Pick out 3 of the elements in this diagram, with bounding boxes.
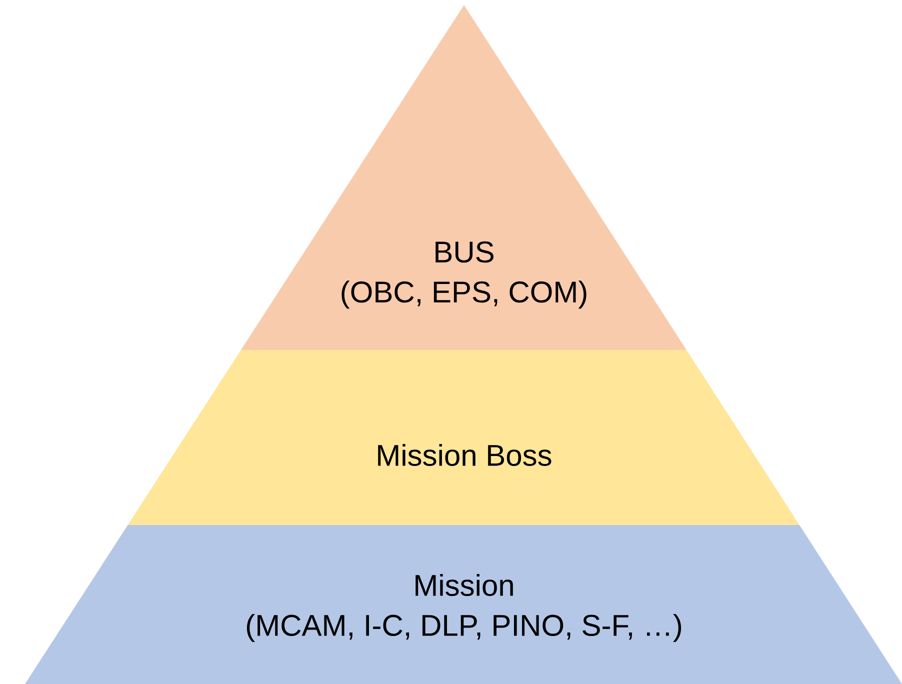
pyramid-top-section: BUS (OBC, EPS, COM) [240, 4, 686, 350]
pyramid-middle-band: Mission Boss [128, 350, 800, 525]
pyramid-bottom-band: Mission (MCAM, I-C, DLP, PINO, S-F, …) [25, 524, 902, 684]
